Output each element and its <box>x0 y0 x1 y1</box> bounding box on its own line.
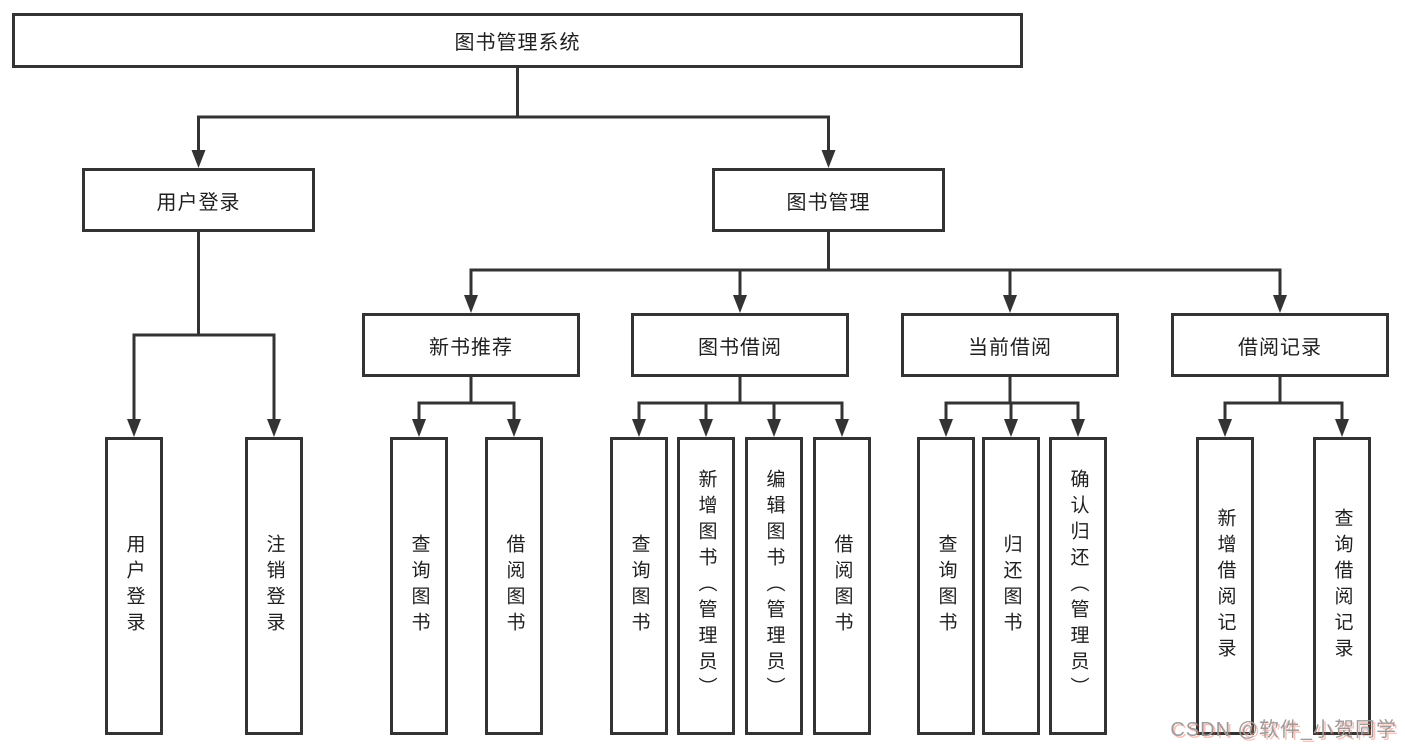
leaf-recommend-borrow-book-label: 借阅图书 <box>503 534 525 638</box>
leaf-recommend-borrow-book: 借阅图书 <box>485 437 543 735</box>
leaf-records-add-record: 新增借阅记录 <box>1196 437 1254 735</box>
node-current-borrow-label: 当前借阅 <box>968 336 1052 359</box>
node-new-book-recommend-label: 新书推荐 <box>429 336 513 359</box>
leaf-borrow-borrow-book: 借阅图书 <box>813 437 871 735</box>
leaf-current-confirm-return-admin-label: 确认归还（管理员） <box>1067 469 1089 703</box>
leaf-borrow-edit-book-admin: 编辑图书（管理员） <box>745 437 803 735</box>
node-new-book-recommend: 新书推荐 <box>362 313 580 377</box>
leaf-current-return-book: 归还图书 <box>982 437 1040 735</box>
node-current-borrow: 当前借阅 <box>901 313 1119 377</box>
leaf-records-add-record-label: 新增借阅记录 <box>1214 508 1236 664</box>
leaf-current-confirm-return-admin: 确认归还（管理员） <box>1049 437 1107 735</box>
leaf-borrow-query-book: 查询图书 <box>610 437 668 735</box>
leaf-borrow-borrow-book-label: 借阅图书 <box>831 534 853 638</box>
node-book-borrow: 图书借阅 <box>631 313 849 377</box>
leaf-logout: 注销登录 <box>245 437 303 735</box>
leaf-recommend-query-book: 查询图书 <box>390 437 448 735</box>
node-book-borrow-label: 图书借阅 <box>698 336 782 359</box>
leaf-records-query-record-label: 查询借阅记录 <box>1331 508 1353 664</box>
leaf-current-query-book-label: 查询图书 <box>935 534 957 638</box>
watermark: CSDN @软件_小贺同学 <box>1170 719 1397 741</box>
leaf-current-query-book: 查询图书 <box>917 437 975 735</box>
node-book-manage-label: 图书管理 <box>786 191 871 214</box>
leaf-current-return-book-label: 归还图书 <box>1000 534 1022 638</box>
leaf-user-login: 用户登录 <box>105 437 163 735</box>
leaf-user-login-label: 用户登录 <box>123 534 145 638</box>
leaf-logout-label: 注销登录 <box>263 534 285 638</box>
node-root-label: 图书管理系统 <box>454 32 581 54</box>
leaf-borrow-add-book-admin-label: 新增图书（管理员） <box>695 469 717 703</box>
node-user-login: 用户登录 <box>82 168 315 232</box>
node-user-login-label: 用户登录 <box>156 191 241 214</box>
node-borrow-records-label: 借阅记录 <box>1238 336 1322 359</box>
node-book-manage: 图书管理 <box>712 168 945 232</box>
leaf-borrow-edit-book-admin-label: 编辑图书（管理员） <box>763 469 785 703</box>
node-borrow-records: 借阅记录 <box>1171 313 1389 377</box>
leaf-records-query-record: 查询借阅记录 <box>1313 437 1371 735</box>
arrowheads <box>127 150 1349 437</box>
leaf-recommend-query-book-label: 查询图书 <box>408 534 430 638</box>
node-root: 图书管理系统 <box>12 13 1023 68</box>
leaf-borrow-query-book-label: 查询图书 <box>628 534 650 638</box>
leaf-borrow-add-book-admin: 新增图书（管理员） <box>677 437 735 735</box>
